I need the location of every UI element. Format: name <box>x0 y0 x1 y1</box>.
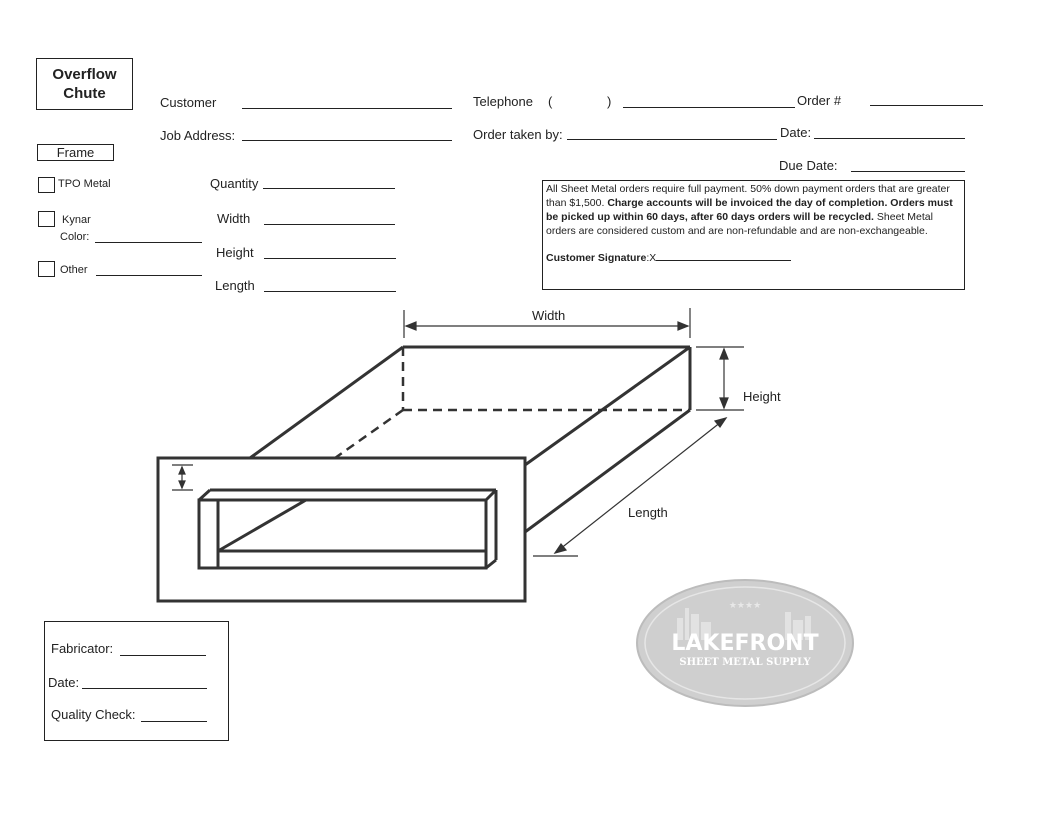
frame-label: Frame <box>56 145 95 160</box>
opening-corner-tr <box>484 488 498 502</box>
logo-line-1: LAKEFRONT <box>671 631 818 656</box>
order-taken-field[interactable] <box>567 139 777 140</box>
order-number-label: Order # <box>797 93 842 108</box>
tpo-metal-checkbox[interactable] <box>38 177 55 193</box>
signature-field[interactable] <box>656 250 792 261</box>
opening-corner-br <box>485 558 497 570</box>
date-label: Date: <box>780 125 812 140</box>
date-field[interactable] <box>814 138 965 139</box>
box-right-top-diagonal <box>524 345 691 467</box>
color-field[interactable] <box>95 242 202 243</box>
kynar-label: Kynar <box>62 214 91 226</box>
length-field[interactable] <box>264 291 396 292</box>
kynar-checkbox[interactable] <box>38 211 55 227</box>
box-left-top-diagonal <box>249 345 404 460</box>
box-hidden-bottom-diagonal <box>334 408 404 460</box>
other-label: Other <box>60 264 88 276</box>
telephone-field[interactable] <box>623 107 795 108</box>
title-line-1: Overflow <box>52 66 117 83</box>
due-date-field[interactable] <box>851 171 965 172</box>
diagram-length-label: Length <box>628 505 668 520</box>
height-arrow-top <box>719 347 729 360</box>
payment-notice: All Sheet Metal orders require full paym… <box>542 180 965 290</box>
quantity-field[interactable] <box>263 188 395 189</box>
form-title: Overflow Chute <box>36 58 133 110</box>
length-label: Length <box>215 278 255 293</box>
job-address-label: Job Address: <box>160 128 236 143</box>
signature-x: :X <box>646 252 657 264</box>
telephone-paren-open: ( <box>548 94 553 109</box>
diagram-width-label: Width <box>532 308 566 323</box>
tpo-metal-label: TPO Metal <box>58 178 111 190</box>
color-label: Color: <box>60 231 90 243</box>
logo-stars: ★★★★ <box>729 601 761 611</box>
box-right-bottom-diagonal <box>524 408 691 534</box>
length-dim-line <box>554 417 727 554</box>
opening-inner-diagonal <box>217 498 307 553</box>
opening-corner-tl <box>197 488 212 502</box>
logo-line-2: SHEET METAL SUPPLY <box>679 657 811 668</box>
fabricator-date-field[interactable] <box>82 688 207 689</box>
fabricator-label: Fabricator: <box>51 641 114 656</box>
due-date-label: Due Date: <box>779 158 838 173</box>
customer-field[interactable] <box>242 108 452 109</box>
fabricator-field[interactable] <box>120 655 206 656</box>
other-field[interactable] <box>96 275 202 276</box>
width-label: Width <box>217 211 251 226</box>
width-arrow-left <box>404 321 417 331</box>
notice-text-bold: Charge accounts will be invoiced the day… <box>546 197 953 223</box>
quality-check-field[interactable] <box>141 721 207 722</box>
logo-skyline <box>677 608 811 640</box>
width-arrow-right <box>677 321 690 331</box>
height-label: Height <box>216 245 254 260</box>
logo-inner-ring <box>644 586 846 700</box>
length-arrow-top <box>713 416 728 429</box>
job-address-field[interactable] <box>242 140 452 141</box>
title-line-2: Chute <box>63 85 106 102</box>
quantity-label: Quantity <box>210 176 259 191</box>
customer-label: Customer <box>160 95 217 110</box>
front-opening <box>197 498 488 570</box>
front-flange <box>156 456 527 603</box>
notice-text-1: All Sheet Metal orders require full paym… <box>546 183 950 209</box>
order-taken-label: Order taken by: <box>473 127 563 142</box>
flange-arrow-bottom <box>178 480 186 490</box>
width-field[interactable] <box>264 224 395 225</box>
length-arrow-bottom <box>553 542 568 555</box>
logo-oval <box>636 579 854 707</box>
lakefront-logo: ★★★★ LAKEFRONT SHEET METAL SUPPLY <box>636 579 854 707</box>
telephone-paren-close: ) <box>607 94 612 109</box>
flange-arrow-top <box>178 465 186 475</box>
frame-label-box: Frame <box>37 144 114 161</box>
signature-label: Customer Signature <box>546 252 647 264</box>
telephone-label: Telephone <box>473 94 533 109</box>
other-checkbox[interactable] <box>38 261 55 277</box>
height-field[interactable] <box>264 258 396 259</box>
diagram-height-label: Height <box>743 389 781 404</box>
height-arrow-bottom <box>719 397 729 410</box>
order-number-field[interactable] <box>870 105 983 106</box>
fabricator-box <box>44 621 229 741</box>
notice-text-3: Sheet Metal orders are considered custom… <box>546 211 933 237</box>
quality-check-label: Quality Check: <box>51 707 136 722</box>
fabricator-date-label: Date: <box>48 675 80 690</box>
